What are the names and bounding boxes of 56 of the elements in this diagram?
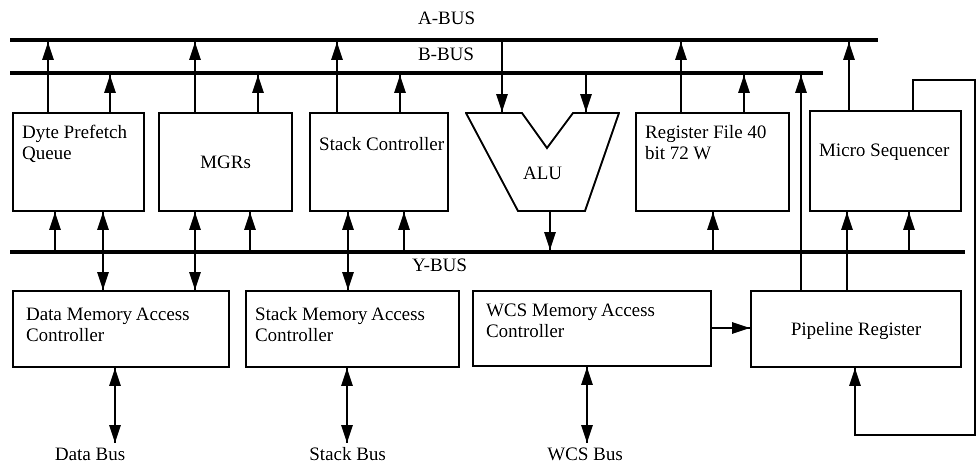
arrow [849,79,976,436]
arrow [580,75,592,112]
arrow [97,254,109,290]
arrow [496,42,508,112]
block-label: ALU [522,163,562,184]
arrow [189,212,201,250]
arrow [42,42,54,112]
arrow [341,368,353,443]
block-label: Stack Memory Access Controller [255,304,426,346]
arrow [394,75,406,112]
arrow [841,212,853,290]
block-box [158,112,293,212]
arrow [712,322,750,334]
arrow [544,212,556,250]
arrow [342,212,354,250]
arrow [675,42,687,112]
bus-name: Stack Bus [309,444,386,464]
block-box [12,290,230,368]
arrow [104,75,116,112]
block-label: Stack Controller [319,134,446,155]
bus-label: Y-BUS [412,255,467,277]
bus-name: WCS Bus [547,444,623,464]
arrow [707,212,719,250]
block-box [750,290,962,368]
arrow [244,212,256,250]
bus-label: A-BUS [418,8,476,30]
block-box [309,112,449,212]
block-label: Register File 40 bit 72 W [645,122,768,164]
block-box [472,290,712,367]
arrow [903,212,915,250]
arrow [398,212,410,250]
bus-label: B-BUS [418,44,474,66]
block-label: MGRs [200,152,251,172]
block-label: WCS Memory Access Controller [486,300,656,342]
block-label: Dyte Prefetch Queue [22,122,128,164]
arrow [109,368,121,443]
alu-symbol [465,112,620,212]
arrow [738,75,750,112]
arrow [189,42,201,112]
bus-name: Data Bus [54,444,126,464]
block-box [635,112,790,212]
block-label: Micro Sequencer [819,140,950,161]
block-box [12,112,145,212]
arrow [843,42,855,110]
arrow [97,212,109,250]
arrow [581,367,593,443]
arrow [795,75,807,290]
arrow [49,212,61,250]
block-label: Pipeline Register [790,318,922,340]
block-box [245,290,460,368]
arrow [342,254,354,290]
arrow [331,42,343,112]
block-box [809,110,962,212]
arrow [252,75,264,112]
arrow [189,254,201,290]
block-label: Data Memory Access Controller [26,304,191,346]
